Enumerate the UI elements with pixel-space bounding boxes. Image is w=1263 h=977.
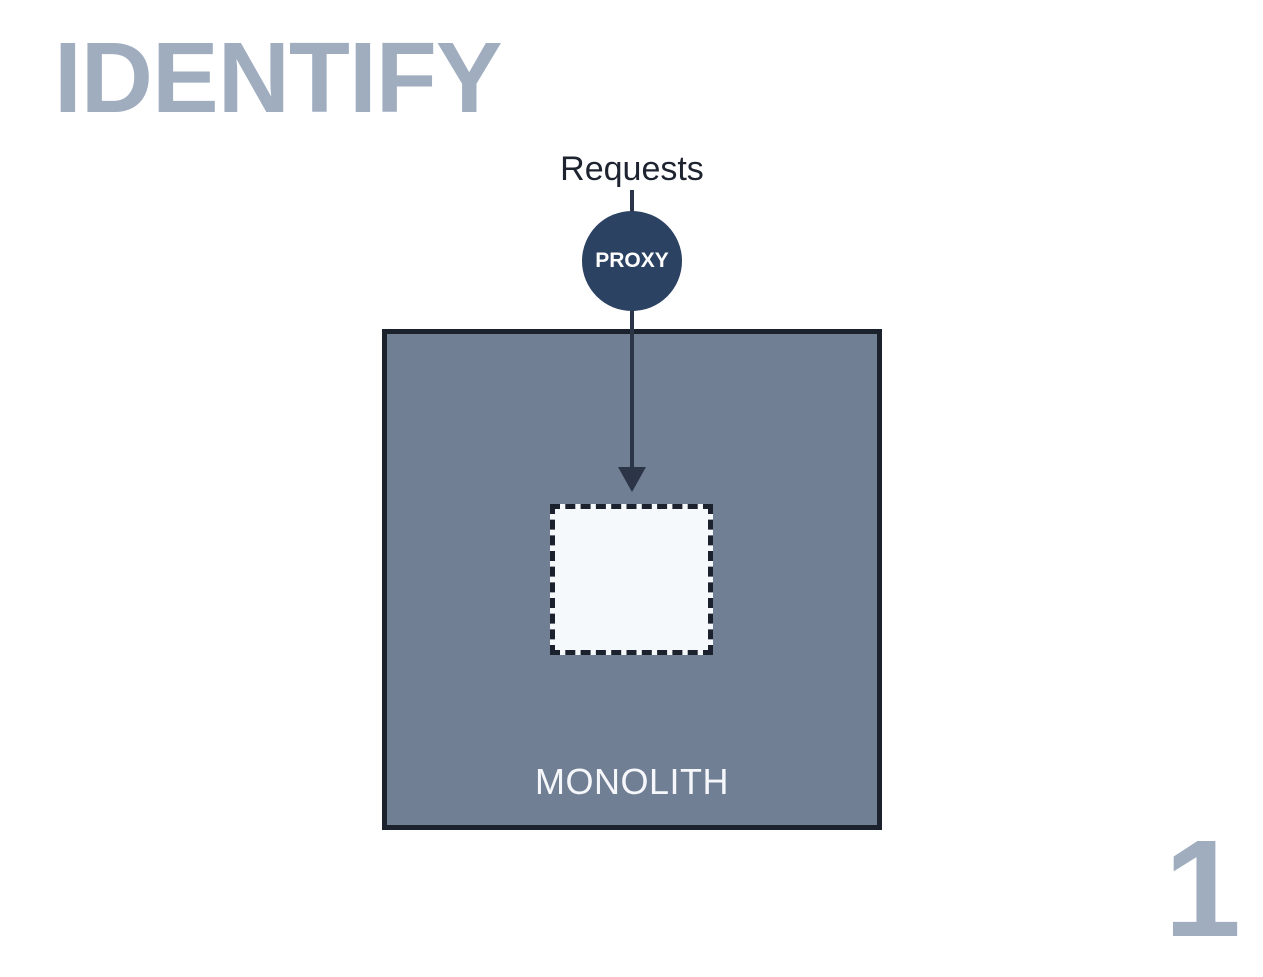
requests-to-proxy-connector xyxy=(630,190,634,216)
proxy-label: PROXY xyxy=(595,249,669,272)
requests-label: Requests xyxy=(560,150,704,188)
slide-title: IDENTIFY xyxy=(54,22,503,134)
arrow-head-icon xyxy=(618,467,646,492)
identified-component-box xyxy=(550,504,713,655)
page-number: 1 xyxy=(1164,812,1241,966)
monolith-label: MONOLITH xyxy=(534,761,729,802)
proxy-to-component-arrow-line xyxy=(630,308,634,473)
proxy-node: PROXY xyxy=(582,211,682,311)
